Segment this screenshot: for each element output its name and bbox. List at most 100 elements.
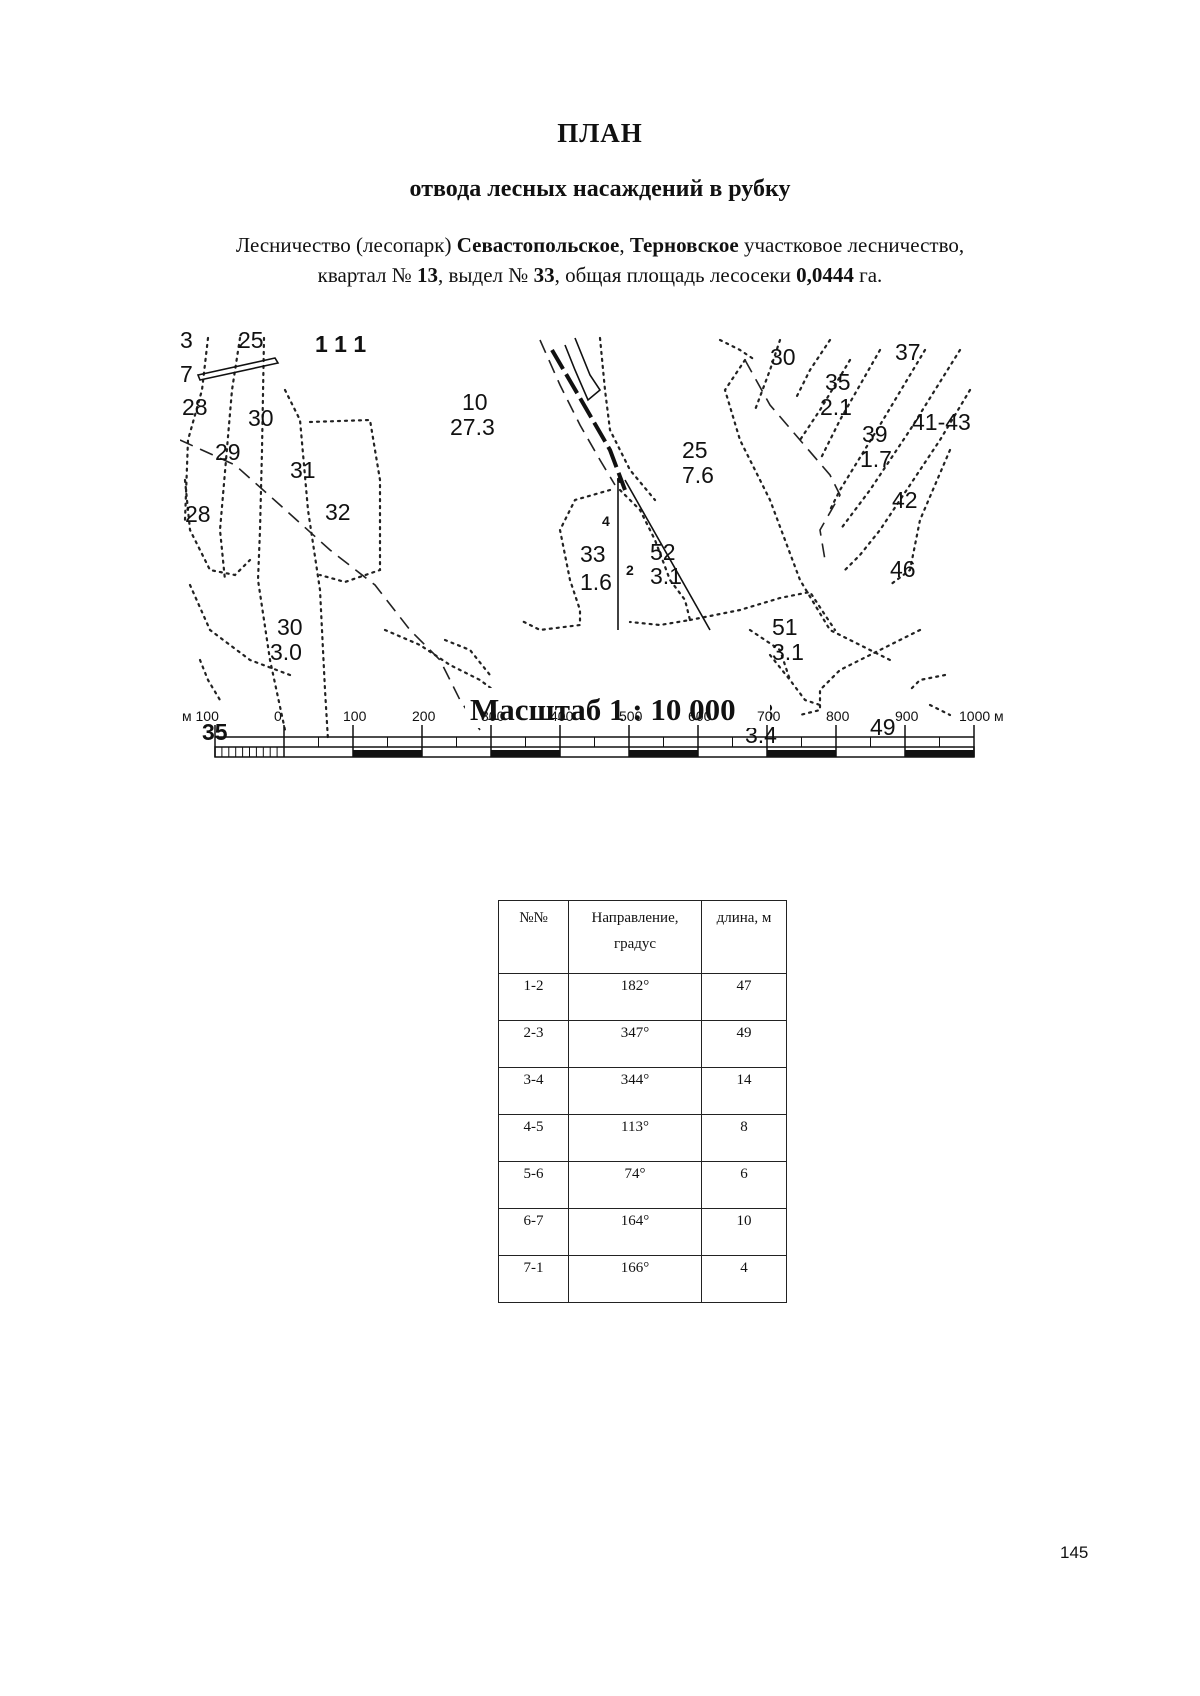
map-label: 10 xyxy=(462,389,488,415)
map-label: 30 xyxy=(770,344,796,370)
text-quarter-prefix: квартал № xyxy=(317,263,418,287)
cell-length: 6 xyxy=(701,1161,787,1209)
cutting-area-line xyxy=(624,479,711,631)
river-bank xyxy=(564,337,602,402)
document-description: Лесничество (лесопарк) Севастопольское , … xyxy=(0,230,1200,290)
document-title: ПЛАН xyxy=(557,118,643,148)
boundary-line xyxy=(308,418,382,584)
survey-point-label: 2 xyxy=(626,562,634,578)
map-label: 37 xyxy=(895,339,921,365)
cell-direction: 74° xyxy=(568,1161,702,1209)
cell-length: 47 xyxy=(701,973,787,1021)
cell-segment: 3-4 xyxy=(498,1067,569,1115)
boundary-line xyxy=(183,478,252,577)
map-label: 27.3 xyxy=(450,414,495,440)
scale-label-bg xyxy=(465,688,770,728)
scale-tick-label: 300 xyxy=(481,708,505,724)
map-label: 52 xyxy=(650,539,676,565)
scale-bar-frame xyxy=(214,746,975,758)
scale-tick-label: 100 xyxy=(343,708,367,724)
map-label: 33 xyxy=(580,541,606,567)
boundary-line xyxy=(218,336,242,582)
cell-length: 49 xyxy=(701,1020,787,1068)
text-forestry-prefix: Лесничество (лесопарк) xyxy=(235,233,457,257)
boundary-line xyxy=(256,336,287,732)
map-label: 28 xyxy=(182,394,208,420)
cell-segment: 2-3 xyxy=(498,1020,569,1068)
cell-length: 8 xyxy=(701,1114,787,1162)
boundary-line xyxy=(798,628,922,717)
document-subtitle: отвода лесных насаждений в рубку xyxy=(409,176,791,202)
text-area-prefix: , общая площадь лесосеки xyxy=(554,263,797,287)
cell-segment: 4-5 xyxy=(498,1114,569,1162)
map-label: 31 xyxy=(290,457,316,483)
map-label: 42 xyxy=(892,487,918,513)
survey-point xyxy=(617,477,623,483)
cell-direction: 344° xyxy=(568,1067,702,1115)
cell-segment: 7-1 xyxy=(498,1255,569,1303)
scale-tick-label: 400 xyxy=(550,708,574,724)
table-header-row: №№ Направление, градус длина, м xyxy=(498,900,787,974)
header-length: длина, м xyxy=(701,900,787,974)
boundary-line xyxy=(748,628,792,682)
forest-map: 3 25 1 1 1 7 28 30 29 31 32 28 30 3.0 10… xyxy=(180,330,1004,758)
header-number: №№ xyxy=(498,900,569,974)
road-line xyxy=(180,439,481,731)
text-plot-prefix: , выдел № xyxy=(438,263,534,287)
scale-tick-label: 0 xyxy=(274,708,282,724)
boundary-line xyxy=(598,336,657,502)
cell-direction: 347° xyxy=(568,1020,702,1068)
scale-tick-label: 600 xyxy=(688,708,712,724)
boundary-line xyxy=(843,388,972,572)
map-label: 30 xyxy=(277,614,303,640)
map-label: 51 xyxy=(772,614,798,640)
cell-segment: 1-2 xyxy=(498,973,569,1021)
scale-tick-label: 800 xyxy=(826,708,850,724)
cell-length: 4 xyxy=(701,1255,787,1303)
cell-direction: 164° xyxy=(568,1208,702,1256)
map-label: 29 xyxy=(215,439,241,465)
map-label: 49 xyxy=(870,714,896,740)
boundary-line xyxy=(793,338,832,402)
scale-tick-label: 700 xyxy=(757,708,781,724)
map-label: 46 xyxy=(890,556,916,582)
map-label: 7 xyxy=(180,361,193,387)
map-label: 32 xyxy=(325,499,351,525)
cell-direction: 113° xyxy=(568,1114,702,1162)
map-label: 3.1 xyxy=(650,563,682,589)
forestry-name: Севастопольское xyxy=(456,233,620,257)
cell-length: 14 xyxy=(701,1067,787,1115)
description-line-1: Лесничество (лесопарк) Севастопольское, … xyxy=(0,230,1200,260)
cell-direction: 166° xyxy=(568,1255,702,1303)
boundary-line xyxy=(723,358,892,662)
scale-tick-label: м 100 xyxy=(182,708,219,724)
plot-33-boundary xyxy=(618,488,692,627)
scale-bar-segment xyxy=(491,750,560,757)
boundary-line xyxy=(183,336,210,522)
total-area: 0,0444 xyxy=(796,263,854,287)
map-label: 1 1 1 xyxy=(315,331,366,357)
scale-bar-segment xyxy=(767,750,836,757)
district-name: Терновское xyxy=(629,233,739,257)
map-label: 28 xyxy=(185,501,211,527)
boundary-line xyxy=(283,388,330,742)
scale-bar-segment xyxy=(905,750,974,757)
road-edge xyxy=(196,357,280,381)
text-district-suffix: участковое лесничество, xyxy=(738,233,965,257)
map-label: 2.1 xyxy=(820,394,852,420)
map-label: 1.7 xyxy=(860,446,892,472)
map-label: 41-43 xyxy=(912,409,971,435)
description-line-2: квартал № 13, выдел № 33, общая площадь … xyxy=(0,260,1200,290)
scale-label: Масштаб 1 : 10 000 xyxy=(470,692,736,727)
cell-segment: 5-6 xyxy=(498,1161,569,1209)
road-bold xyxy=(550,348,627,491)
boundary-line xyxy=(828,348,927,512)
map-label: 35 xyxy=(825,369,851,395)
boundary-line xyxy=(198,658,222,702)
page-number: 145 xyxy=(1060,1543,1089,1562)
